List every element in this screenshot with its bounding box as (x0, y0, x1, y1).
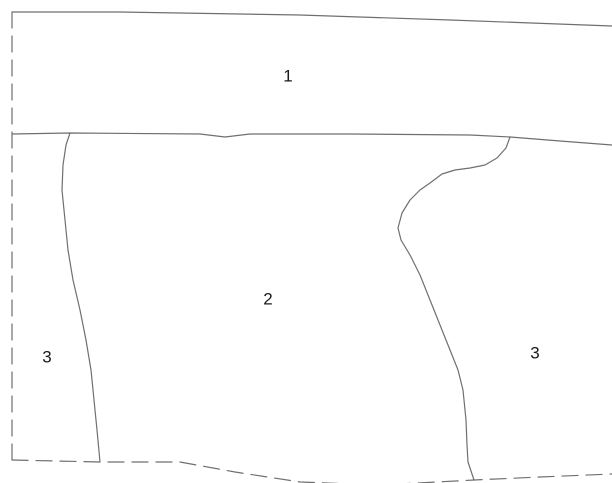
left-contact-line (62, 133, 100, 462)
region-1-label: 1 (283, 66, 292, 85)
bottom-dashed-edge (12, 460, 612, 483)
right-contact-line (398, 137, 510, 480)
region-2-label: 2 (263, 289, 272, 308)
region-3-left-label: 3 (42, 347, 51, 366)
upper-contact-line (12, 133, 612, 145)
top-boundary-line (12, 12, 612, 26)
region-3-right-label: 3 (530, 343, 539, 362)
